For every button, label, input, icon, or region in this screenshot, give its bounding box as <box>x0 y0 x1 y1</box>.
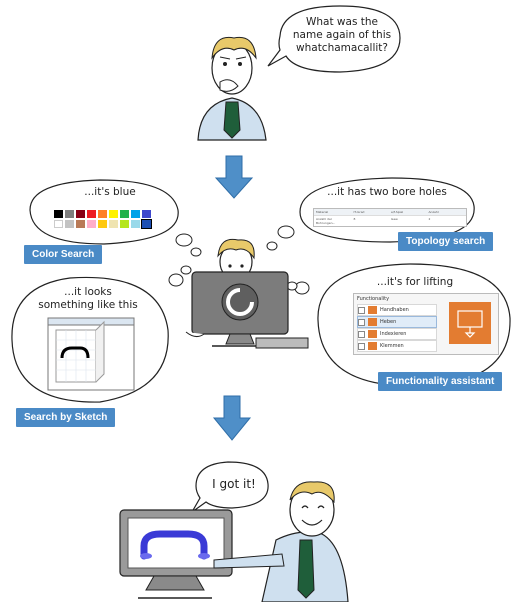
checkbox[interactable] <box>358 330 365 338</box>
color-swatch[interactable] <box>98 220 107 228</box>
topology-search-label[interactable]: Topology search <box>398 232 494 251</box>
speech-question-text: What was the name again of this whatcham… <box>292 16 392 54</box>
clamping-icon <box>368 342 377 350</box>
table-header: Material <box>316 210 329 214</box>
color-swatch[interactable] <box>54 210 63 218</box>
down-arrow <box>214 155 254 199</box>
speech-bubble-got-it <box>191 461 269 513</box>
table-cell: 8 <box>353 217 356 221</box>
speech-bubble-question <box>267 5 401 73</box>
color-swatch[interactable] <box>98 210 107 218</box>
functionality-panel: Functionality Handhaben Heben Indexieren… <box>353 293 499 355</box>
table-row[interactable]: Anzahl der Bohrungen... 8 Gew. 2 <box>314 215 466 226</box>
functionality-item[interactable]: Handhaben <box>357 304 437 316</box>
color-swatch[interactable] <box>87 220 96 228</box>
table-header: e/f-Spiel <box>391 210 404 214</box>
functionality-title: Functionality <box>357 296 390 302</box>
color-swatch[interactable] <box>65 210 74 218</box>
functionality-assistant-label[interactable]: Functionality assistant <box>378 372 503 391</box>
happy-man <box>213 481 349 602</box>
speech-blue-text: ...it's blue <box>84 186 136 198</box>
table-cell: 2 <box>428 217 431 221</box>
table-header: Anzahl <box>428 210 439 214</box>
result-monitor <box>119 509 233 599</box>
color-swatch[interactable] <box>109 210 118 218</box>
speech-holes-text: ...it has two bore holes <box>327 186 447 198</box>
color-swatch[interactable] <box>109 220 118 228</box>
color-swatch[interactable] <box>65 220 74 228</box>
functionality-item[interactable]: Klemmen <box>357 340 437 352</box>
checkbox[interactable] <box>358 318 365 326</box>
color-swatch[interactable] <box>120 210 129 218</box>
lifting-preview-icon <box>449 302 491 344</box>
functionality-item-label: Klemmen <box>380 343 404 349</box>
indexing-icon <box>368 330 377 338</box>
functionality-item[interactable]: Indexieren <box>357 328 437 340</box>
search-by-sketch-label[interactable]: Search by Sketch <box>16 408 116 427</box>
checkbox[interactable] <box>358 342 365 350</box>
table-cell: Anzahl der Bohrungen... <box>316 217 336 225</box>
table-header: IT-Grad <box>353 210 365 214</box>
color-palette <box>54 210 152 229</box>
lifting-icon <box>368 318 377 326</box>
topology-table: Material IT-Grad e/f-Spiel Anzahl Anzahl… <box>313 208 467 227</box>
speech-sketch-text: ...it looks something like this <box>38 286 138 311</box>
color-swatch[interactable] <box>120 220 129 228</box>
color-search-label[interactable]: Color Search <box>24 245 103 264</box>
down-arrow <box>212 395 252 441</box>
speech-got-it-text: I got it! <box>212 477 256 491</box>
functionality-item-label: Indexieren <box>380 331 407 337</box>
checkbox[interactable] <box>358 306 365 314</box>
crane-hook-icon <box>457 310 483 338</box>
speech-lifting-text: ...it's for lifting <box>376 276 454 288</box>
handling-icon <box>368 306 377 314</box>
functionality-item-label: Heben <box>380 319 397 325</box>
functionality-item-label: Handhaben <box>380 307 409 313</box>
color-swatch[interactable] <box>76 210 85 218</box>
confused-man <box>197 36 267 141</box>
color-swatch[interactable] <box>142 210 151 218</box>
computer-monitor <box>185 271 309 349</box>
color-swatch[interactable] <box>131 220 140 228</box>
sketch-window <box>47 317 135 391</box>
color-swatch[interactable] <box>87 210 96 218</box>
color-swatch[interactable] <box>76 220 85 228</box>
color-swatch[interactable] <box>54 220 63 228</box>
color-swatch[interactable] <box>131 210 140 218</box>
table-cell: Gew. <box>391 217 399 221</box>
color-swatch-selected[interactable] <box>141 219 152 229</box>
functionality-item-selected[interactable]: Heben <box>357 316 437 328</box>
